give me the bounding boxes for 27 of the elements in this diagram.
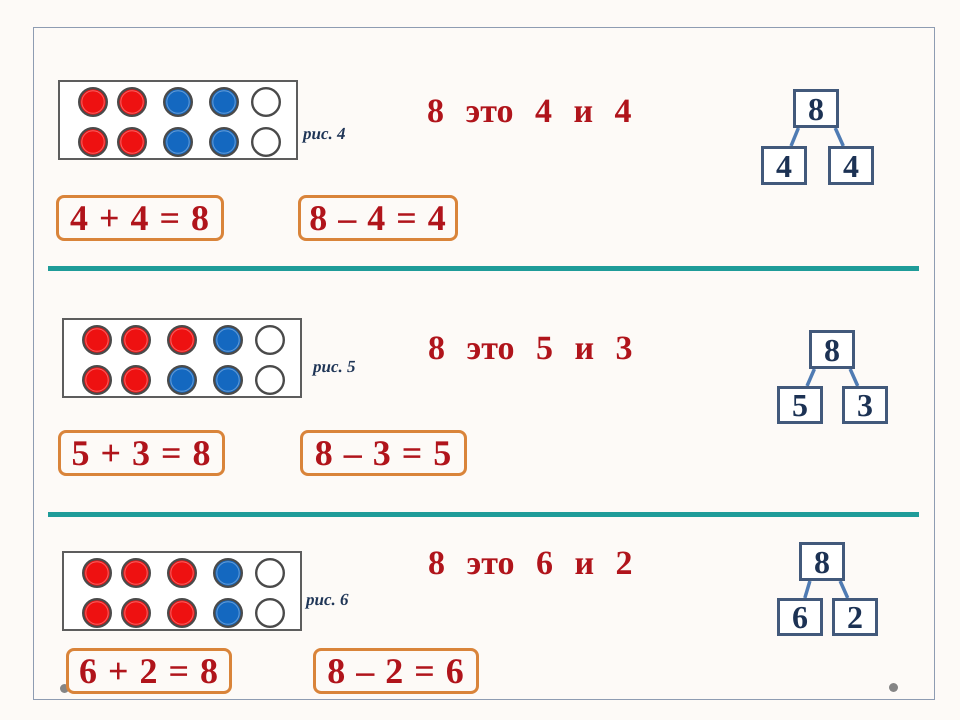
figure-caption: рис. 5 [313, 358, 356, 377]
connector-line [838, 580, 850, 599]
equation-box: 6 + 2 = 8 [66, 648, 232, 694]
equation-box: 4 + 4 = 8 [56, 195, 224, 241]
section-heading: 8 это 4 и 4 [427, 93, 632, 130]
connector-line [789, 127, 800, 147]
number-box: 4 [761, 146, 807, 185]
number-box: 4 [828, 146, 874, 185]
figure-caption: рис. 6 [306, 591, 348, 610]
number-box: 5 [777, 386, 823, 424]
section-heading: 8 это 6 и 2 [428, 545, 633, 582]
number-box: 3 [842, 386, 888, 424]
equation-box: 8 – 3 = 5 [300, 430, 467, 476]
connector-line [834, 127, 845, 147]
equation-box: 8 – 2 = 6 [313, 648, 479, 694]
equation-box: 8 – 4 = 4 [298, 195, 458, 241]
number-box: 6 [777, 598, 823, 636]
number-box: 8 [793, 89, 839, 128]
connector-line [848, 368, 860, 387]
number-box: 8 [799, 542, 845, 581]
connector-line [803, 580, 812, 598]
number-box: 8 [809, 330, 855, 369]
connector-line [805, 368, 816, 387]
section-heading: 8 это 5 и 3 [428, 330, 633, 368]
figure-caption: рис. 4 [303, 125, 346, 144]
equation-box: 5 + 3 = 8 [58, 430, 225, 476]
number-box: 2 [832, 598, 878, 636]
